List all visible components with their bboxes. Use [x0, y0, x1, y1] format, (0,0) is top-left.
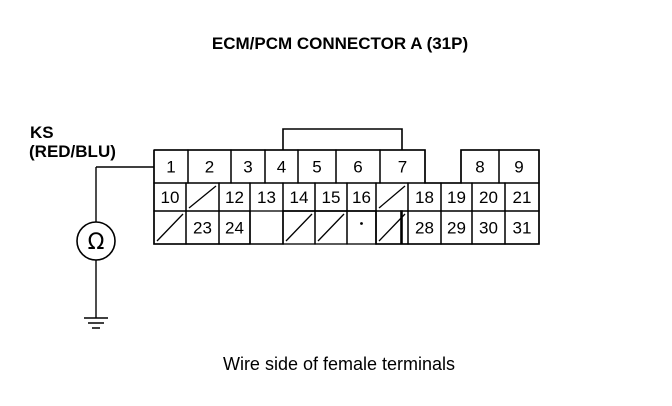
- terminal-16: 16: [346, 182, 377, 212]
- terminal-number: 30: [479, 219, 498, 238]
- terminal-number: 29: [447, 219, 466, 238]
- terminal-number: 5: [312, 158, 321, 177]
- terminal-number: 8: [475, 158, 484, 177]
- diagram-caption: Wire side of female terminals: [223, 354, 455, 374]
- terminal-8: 8: [460, 149, 500, 184]
- empty-cavity: [282, 210, 316, 245]
- terminal-number: 16: [352, 188, 371, 207]
- terminal-3: 3: [230, 149, 266, 184]
- terminal-number: 21: [513, 188, 532, 207]
- diagram-title: ECM/PCM CONNECTOR A (31P): [212, 34, 468, 53]
- terminal-9: 9: [498, 149, 540, 184]
- terminal-14: 14: [282, 182, 316, 212]
- empty-cavity: [375, 182, 409, 212]
- terminal-number: 1: [166, 158, 175, 177]
- signal-name-label: KS: [30, 123, 54, 142]
- terminal-28: 28: [407, 210, 442, 245]
- terminal-5: 5: [297, 149, 337, 184]
- terminal-number: 12: [225, 188, 244, 207]
- terminal-number: 9: [514, 158, 523, 177]
- terminal-21: 21: [504, 182, 540, 212]
- meter-wiring: [95, 166, 154, 318]
- terminal-number: 4: [277, 158, 286, 177]
- terminal-1: 1: [153, 149, 189, 184]
- terminal-12: 12: [218, 182, 251, 212]
- terminal-6: 6: [335, 149, 381, 184]
- terminal-29: 29: [440, 210, 473, 245]
- terminal-number: 14: [290, 188, 309, 207]
- terminal-number: 2: [205, 158, 214, 177]
- terminal-31: 31: [504, 210, 540, 245]
- terminal-4: 4: [264, 149, 299, 184]
- terminal-number: 3: [243, 158, 252, 177]
- terminal-10: 10: [153, 182, 187, 212]
- ohm-symbol-icon: Ω: [88, 230, 105, 255]
- empty-cavity: [153, 210, 187, 245]
- ohmmeter-circle: [76, 221, 116, 261]
- terminal-number: 24: [225, 219, 244, 238]
- terminal-2: 2: [187, 149, 232, 184]
- terminal-number: 7: [398, 158, 407, 177]
- ground-icon: [84, 317, 108, 329]
- terminal-number: 6: [353, 158, 362, 177]
- empty-cavity: [185, 182, 220, 212]
- terminal-18: 18: [407, 182, 442, 212]
- terminal-number: 13: [257, 188, 276, 207]
- terminal-20: 20: [471, 182, 506, 212]
- terminal-number: 31: [513, 219, 532, 238]
- terminal-number: 28: [415, 219, 434, 238]
- wire-color-label: (RED/BLU): [29, 142, 116, 161]
- terminal-23: 23: [185, 210, 220, 245]
- terminal-number: 15: [322, 188, 341, 207]
- terminal-number: 10: [161, 188, 180, 207]
- ohmmeter: Ω: [76, 221, 116, 261]
- empty-cavity: [375, 210, 409, 245]
- terminal-number: 19: [447, 188, 466, 207]
- terminal-30: 30: [471, 210, 506, 245]
- terminal-7: 7: [379, 149, 426, 184]
- terminal-19: 19: [440, 182, 473, 212]
- empty-cavity: [314, 210, 348, 245]
- terminal-13: 13: [249, 182, 284, 212]
- terminal-number: 20: [479, 188, 498, 207]
- terminal-number: 23: [193, 219, 212, 238]
- blank-cavity: [346, 210, 377, 245]
- terminal-15: 15: [314, 182, 348, 212]
- terminal-24: 24: [218, 210, 251, 245]
- terminal-number: 18: [415, 188, 434, 207]
